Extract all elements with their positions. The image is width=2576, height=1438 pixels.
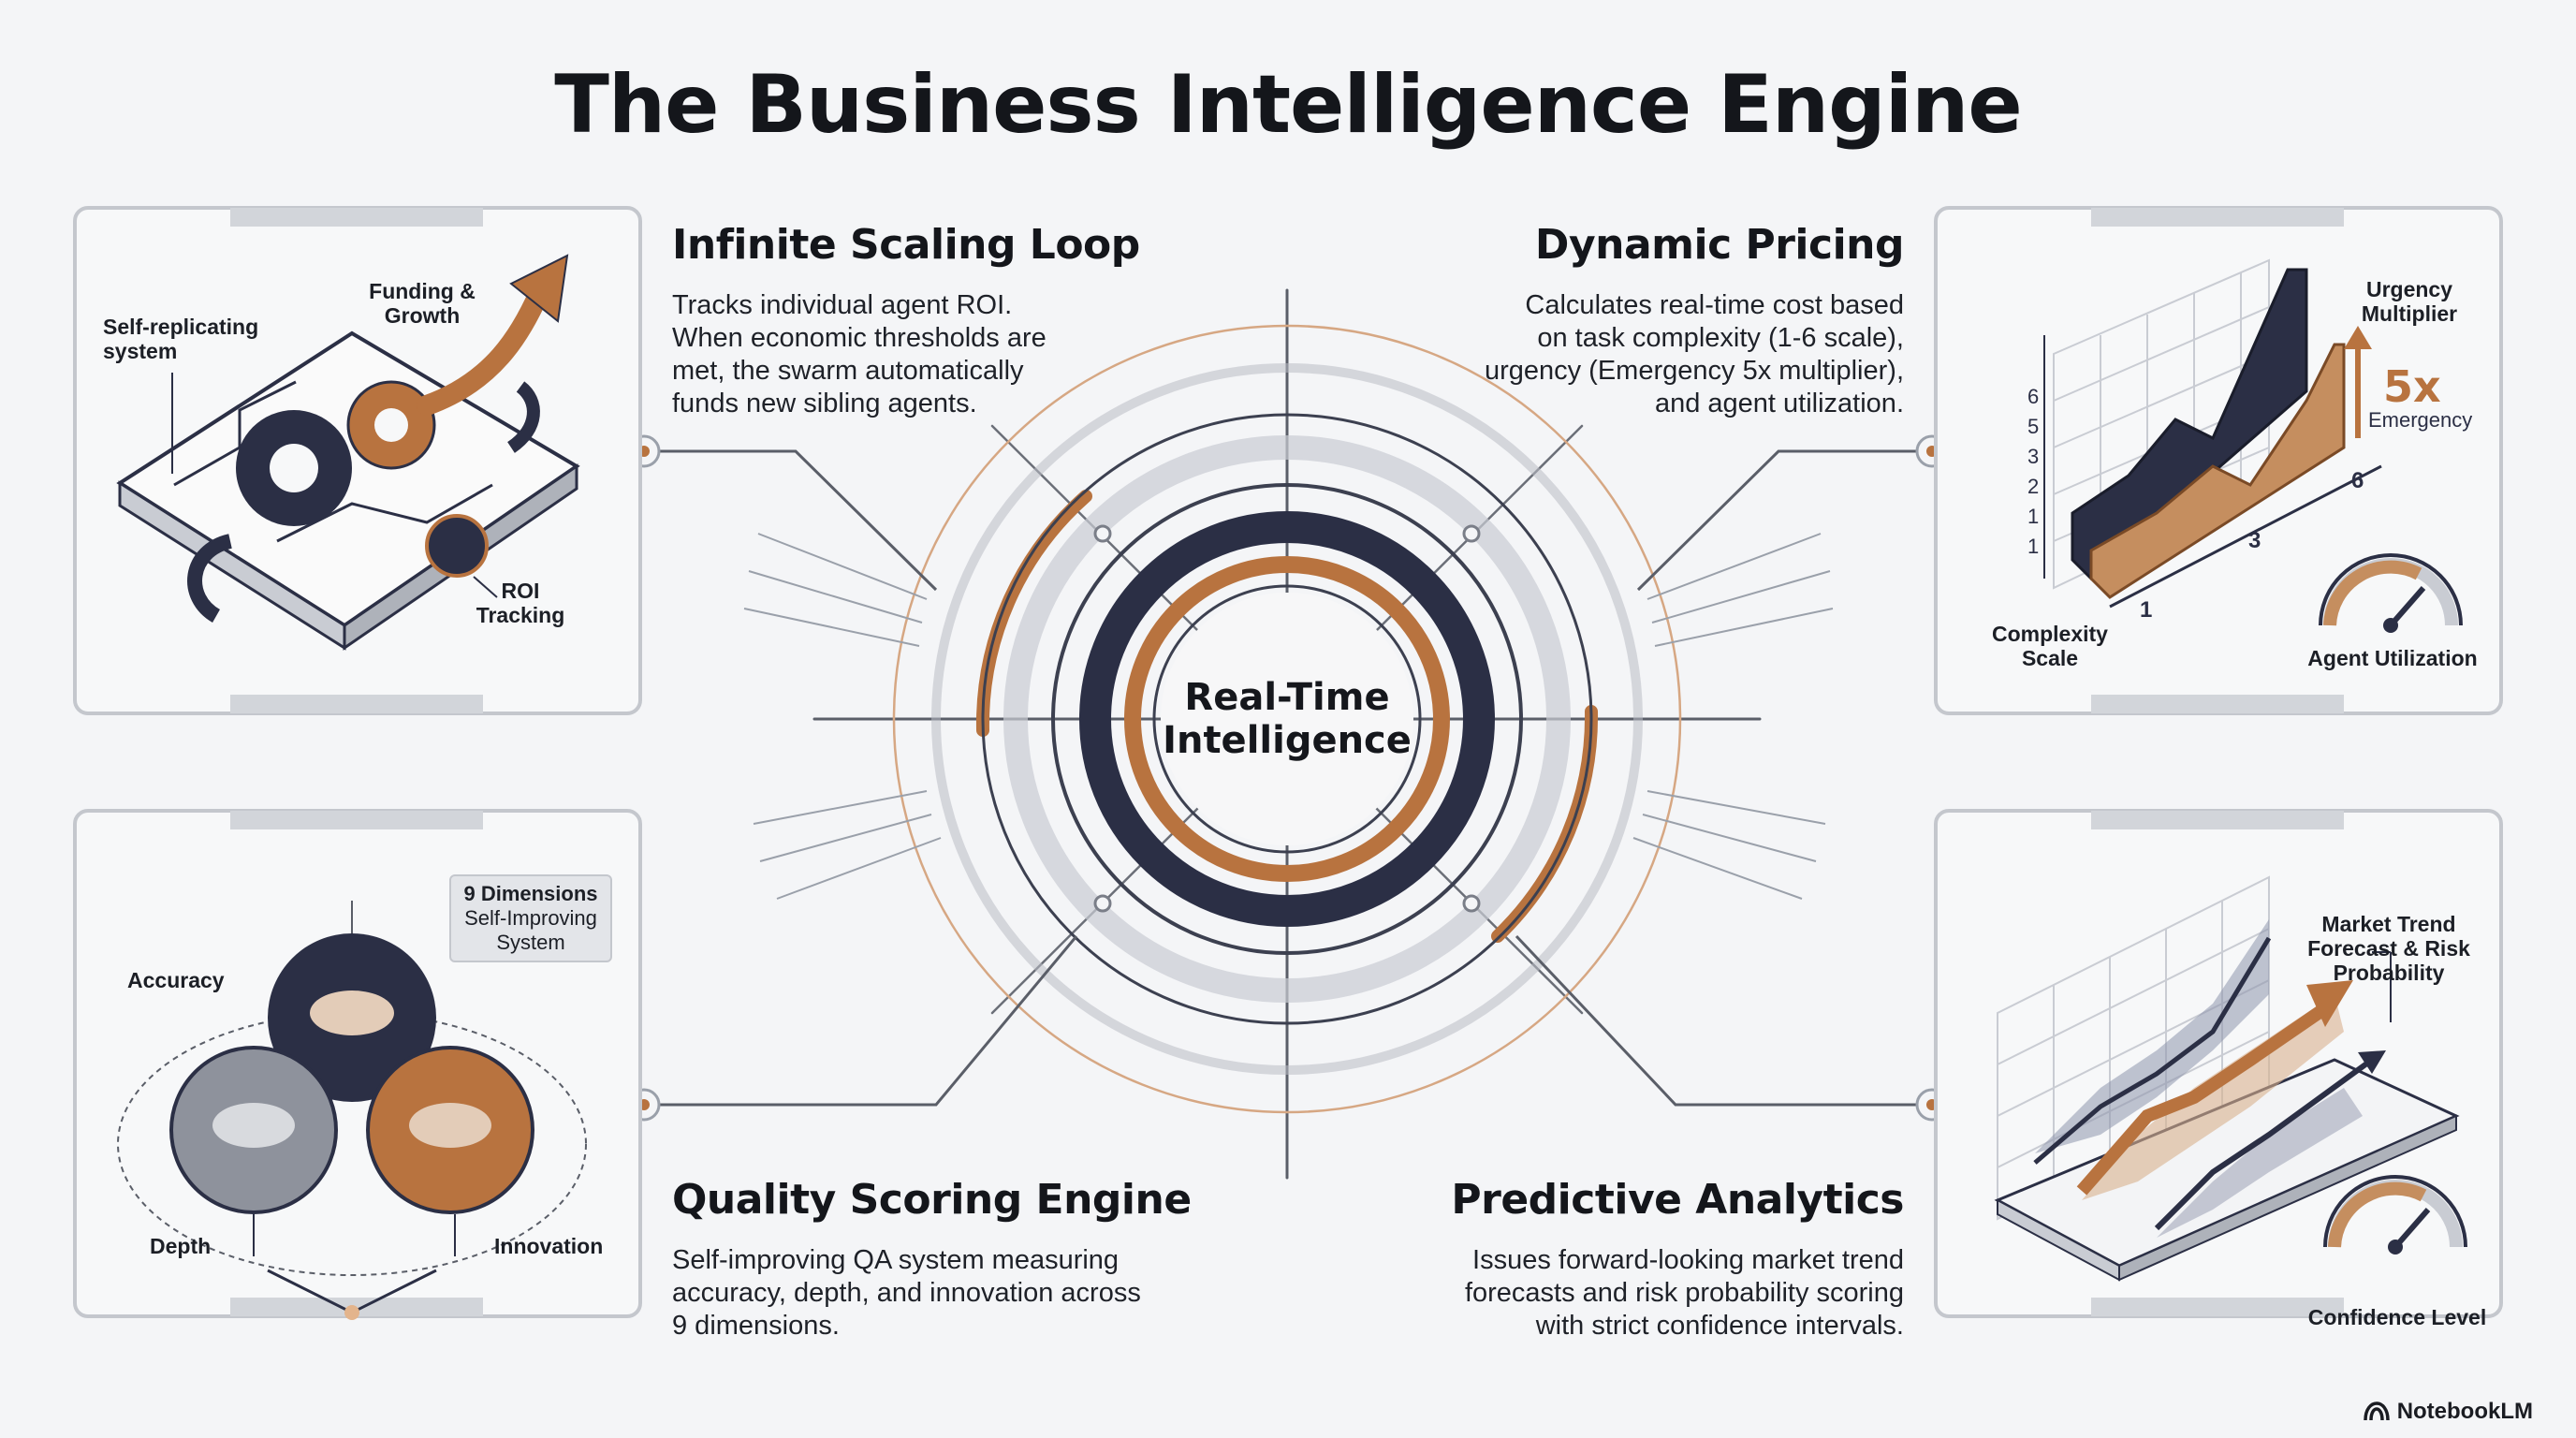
feature-pricing-desc: Calculates real-time cost based on task …	[1484, 290, 1904, 418]
agent-utilization-label: Agent Utilization	[2307, 646, 2478, 670]
feature-pricing-title: Dynamic Pricing	[1534, 221, 1905, 269]
feature-predictive-title: Predictive Analytics	[1451, 1176, 1904, 1224]
y-axis-ticks: 6 5 3 2 1 1	[2027, 385, 2040, 558]
scaling-loop-illustration	[73, 206, 642, 715]
brand-name: NotebookLM	[2396, 1399, 2533, 1424]
feature-predictive-desc: Issues forward-looking market trend fore…	[1464, 1245, 1904, 1341]
x-tick-6: 6	[2351, 468, 2364, 493]
roi-tracking-label: ROI Tracking	[476, 579, 565, 627]
pricing-chart-illustration	[1934, 206, 2503, 715]
notebooklm-brand: NotebookLM	[2363, 1399, 2533, 1425]
center-label: Real-Time Intelligence	[1163, 676, 1412, 762]
page-title: The Business Intelligence Engine	[554, 58, 2022, 152]
predictive-analytics-panel: Market Trend Forecast & Risk Probability…	[1932, 807, 2505, 1329]
feature-scaling-title: Infinite Scaling Loop	[672, 221, 1140, 269]
five-x-value: 5x	[2383, 361, 2441, 412]
quality-scoring-panel: 9 Dimensions Self-Improving System Accur…	[71, 807, 644, 1320]
scaling-loop-panel: Self-replicating system Funding & Growth…	[71, 204, 644, 717]
feature-quality-desc: Self-improving QA system measuring accur…	[672, 1245, 1141, 1341]
forecast-chart-illustration	[1934, 809, 2503, 1318]
feature-quality: Quality Scoring Engine Self-improving QA…	[672, 1176, 1234, 1343]
depth-label: Depth	[150, 1234, 212, 1258]
complexity-scale-label: Complexity Scale	[1992, 622, 2108, 670]
urgency-multiplier-label: Urgency Multiplier	[2361, 277, 2458, 326]
feature-scaling-desc: Tracks individual agent ROI. When econom…	[672, 290, 1046, 418]
notebooklm-logo-icon	[2363, 1401, 2390, 1421]
self-replicating-label: Self-replicating system	[103, 315, 259, 363]
confidence-level-label: Confidence Level	[2307, 1305, 2487, 1329]
feature-predictive: Predictive Analytics Issues forward-look…	[1380, 1176, 1904, 1343]
feature-quality-title: Quality Scoring Engine	[672, 1176, 1192, 1224]
funding-growth-label: Funding & Growth	[369, 279, 476, 328]
innovation-label: Innovation	[494, 1234, 604, 1258]
market-trend-label: Market Trend Forecast & Risk Probability	[2307, 912, 2470, 985]
feature-pricing: Dynamic Pricing Calculates real-time cos…	[1417, 221, 1905, 420]
x-tick-1: 1	[2140, 597, 2153, 623]
accuracy-label: Accuracy	[127, 968, 225, 992]
dynamic-pricing-panel: Urgency Multiplier 5x Emergency 6 5 3 2 …	[1932, 204, 2505, 717]
emergency-label: Emergency	[2368, 408, 2473, 432]
feature-scaling: Infinite Scaling Loop Tracks individual …	[672, 221, 1159, 420]
x-tick-3: 3	[2248, 528, 2261, 553]
nine-dimensions-badge: 9 Dimensions Self-Improving System	[449, 874, 612, 962]
